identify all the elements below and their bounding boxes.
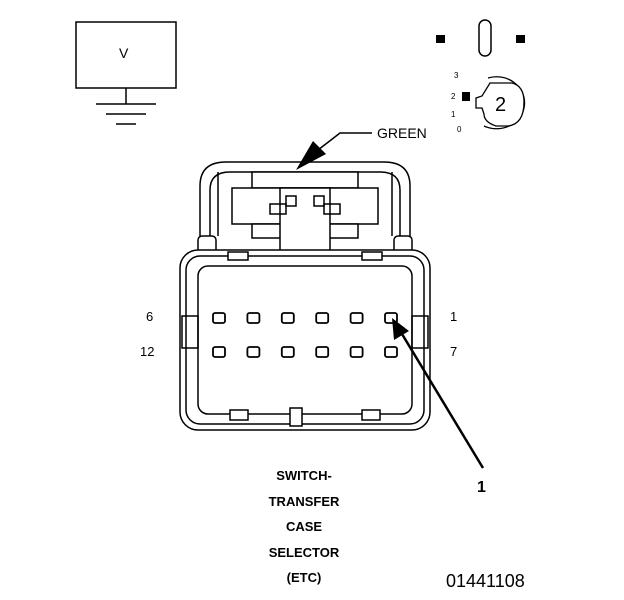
callout-arrow <box>392 318 485 469</box>
pin-cavity <box>212 312 226 324</box>
selector-selected-number: 2 <box>495 94 507 116</box>
voltmeter-label: V <box>119 45 129 61</box>
selector-position-0: 0 <box>457 125 462 134</box>
pin-cavities <box>212 312 398 358</box>
pin-label-1: 1 <box>450 309 458 324</box>
pin-label-7: 7 <box>450 344 458 359</box>
ground-symbol-icon <box>96 88 156 125</box>
figure-id: 01441108 <box>446 571 525 591</box>
selector-switch-icon <box>436 19 526 130</box>
pin-cavity <box>349 312 364 324</box>
component-caption: SWITCH- TRANSFER CASE SELECTOR (ETC) <box>234 463 374 591</box>
selector-position-1: 1 <box>451 110 456 119</box>
pin-cavity <box>315 346 330 358</box>
pin-cavity <box>315 312 330 324</box>
pin-cavity <box>280 346 295 358</box>
pin-cavity <box>212 346 226 358</box>
selector-position-3: 3 <box>454 71 459 80</box>
callout-number: 1 <box>477 479 486 496</box>
pin-cavity <box>280 312 295 324</box>
caption-line-5: (ETC) <box>286 570 322 585</box>
caption-line-1: SWITCH- <box>276 468 332 483</box>
wire-color-label: GREEN <box>377 125 427 141</box>
pin-cavity <box>246 312 261 324</box>
pin-cavity <box>246 346 261 358</box>
pin-cavity <box>349 346 364 358</box>
caption-line-4: SELECTOR <box>268 544 340 560</box>
selector-position-2: 2 <box>451 92 456 101</box>
pin-label-12: 12 <box>140 344 155 359</box>
pin-cavity <box>384 346 398 358</box>
green-pointer-arrow <box>296 132 372 170</box>
connector-body <box>179 161 431 431</box>
caption-line-2: TRANSFER <box>268 493 340 509</box>
pin-label-6: 6 <box>146 309 154 324</box>
caption-line-3: CASE <box>285 519 323 534</box>
